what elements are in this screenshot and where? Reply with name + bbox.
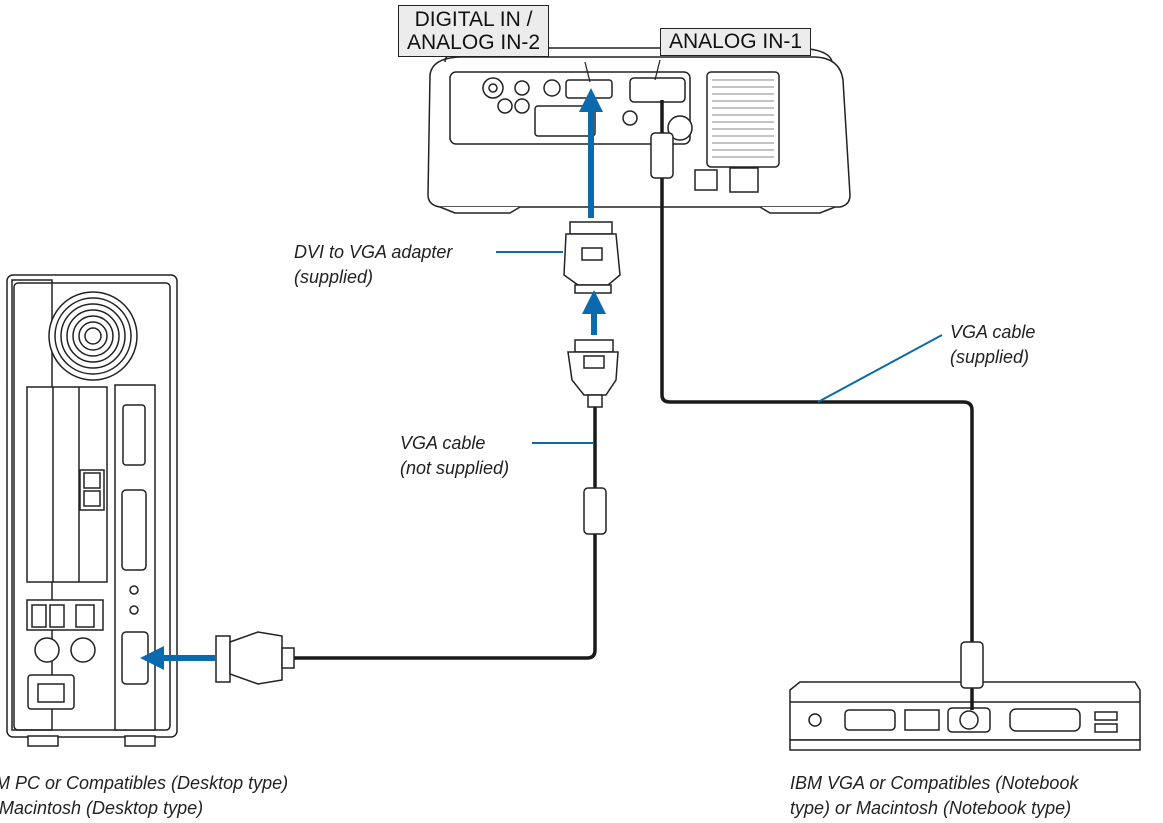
analog-in-label: ANALOG IN-1 <box>660 28 812 56</box>
vga-ns-line2: (not supplied) <box>400 458 510 478</box>
desktop-caption-line1: IBM PC or Compatibles (Desktop type) <box>0 773 289 793</box>
projector-dvi-port <box>565 79 613 99</box>
vga-s-line2: (supplied) <box>950 347 1030 367</box>
projector-vent <box>712 79 774 158</box>
projector-vga-port <box>629 77 686 103</box>
notebook-caption: IBM VGA or Compatibles (Notebook type) o… <box>790 771 1078 821</box>
dvi-adapter-line2: (supplied) <box>294 267 374 287</box>
projector <box>427 47 851 214</box>
dvi-adapter-callout: DVI to VGA adapter (supplied) <box>294 241 452 288</box>
cables <box>290 180 974 710</box>
desktop-caption: IBM PC or Compatibles (Desktop type) or … <box>0 771 288 821</box>
notebook-caption-line2: type) or Macintosh (Notebook type) <box>790 798 1072 818</box>
desktop-tower <box>6 274 178 747</box>
vga-cable-supplied <box>660 180 974 710</box>
notebook <box>789 681 1141 751</box>
port-leaders <box>584 59 661 83</box>
desktop-caption-line2: or Macintosh (Desktop type) <box>0 798 204 818</box>
vga-plug-desktop <box>215 631 295 685</box>
vga-plug-middle <box>567 339 619 408</box>
desktop-vga-port <box>121 631 149 685</box>
vga-ns-line1: VGA cable <box>400 433 486 453</box>
dvi-vga-adapter <box>563 221 621 294</box>
vga-cable-not-supplied-callout: VGA cable (not supplied) <box>400 432 509 479</box>
analog-in-text: ANALOG IN-1 <box>669 30 803 53</box>
connection-arrows <box>140 88 606 670</box>
digital-in-line1: DIGITAL IN / <box>414 8 533 31</box>
dvi-adapter-line1: DVI to VGA adapter <box>294 242 453 262</box>
vga-s-line1: VGA cable <box>950 322 1036 342</box>
ferrite-cores <box>583 132 984 689</box>
vga-cable-supplied-callout: VGA cable (supplied) <box>950 321 1035 368</box>
notebook-caption-line1: IBM VGA or Compatibles (Notebook <box>790 773 1079 793</box>
callout-leaders <box>496 251 943 444</box>
vga-cable-not-supplied <box>290 400 597 660</box>
fan-grille <box>48 291 138 381</box>
digital-in-label: DIGITAL IN / ANALOG IN-2 <box>398 5 550 57</box>
digital-in-line2: ANALOG IN-2 <box>407 31 541 54</box>
